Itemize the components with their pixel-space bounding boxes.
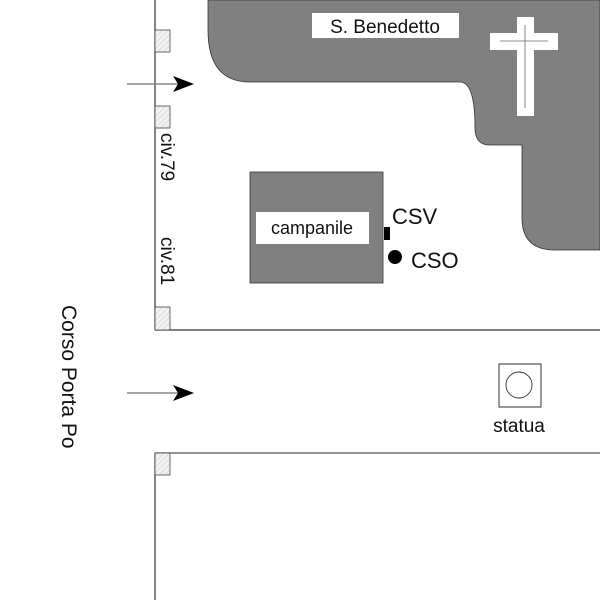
- direction-arrow-upper: [127, 76, 194, 92]
- pillar: [154, 452, 171, 476]
- direction-arrow-lower: [127, 385, 194, 401]
- church-label-bg: [312, 13, 459, 38]
- pillar: [154, 306, 171, 331]
- cso-marker[interactable]: [388, 250, 402, 264]
- church-building[interactable]: [207, 0, 600, 251]
- cso-label: CSO: [411, 248, 459, 273]
- house-number-81: civ.81: [156, 237, 177, 285]
- campanile-label: campanile: [271, 218, 353, 238]
- cross-icon: [490, 17, 558, 116]
- campanile-label-bg: [256, 212, 369, 244]
- csv-label: CSV: [392, 204, 438, 229]
- house-number-79: civ.79: [156, 133, 177, 181]
- statue-label: statua: [493, 416, 545, 437]
- statue-icon[interactable]: [498, 363, 542, 408]
- csv-marker[interactable]: [384, 227, 390, 240]
- church-label: S. Benedetto: [330, 17, 440, 38]
- pillar: [154, 29, 171, 53]
- pillar: [154, 105, 171, 129]
- street-name: Corso Porta Po: [57, 305, 80, 449]
